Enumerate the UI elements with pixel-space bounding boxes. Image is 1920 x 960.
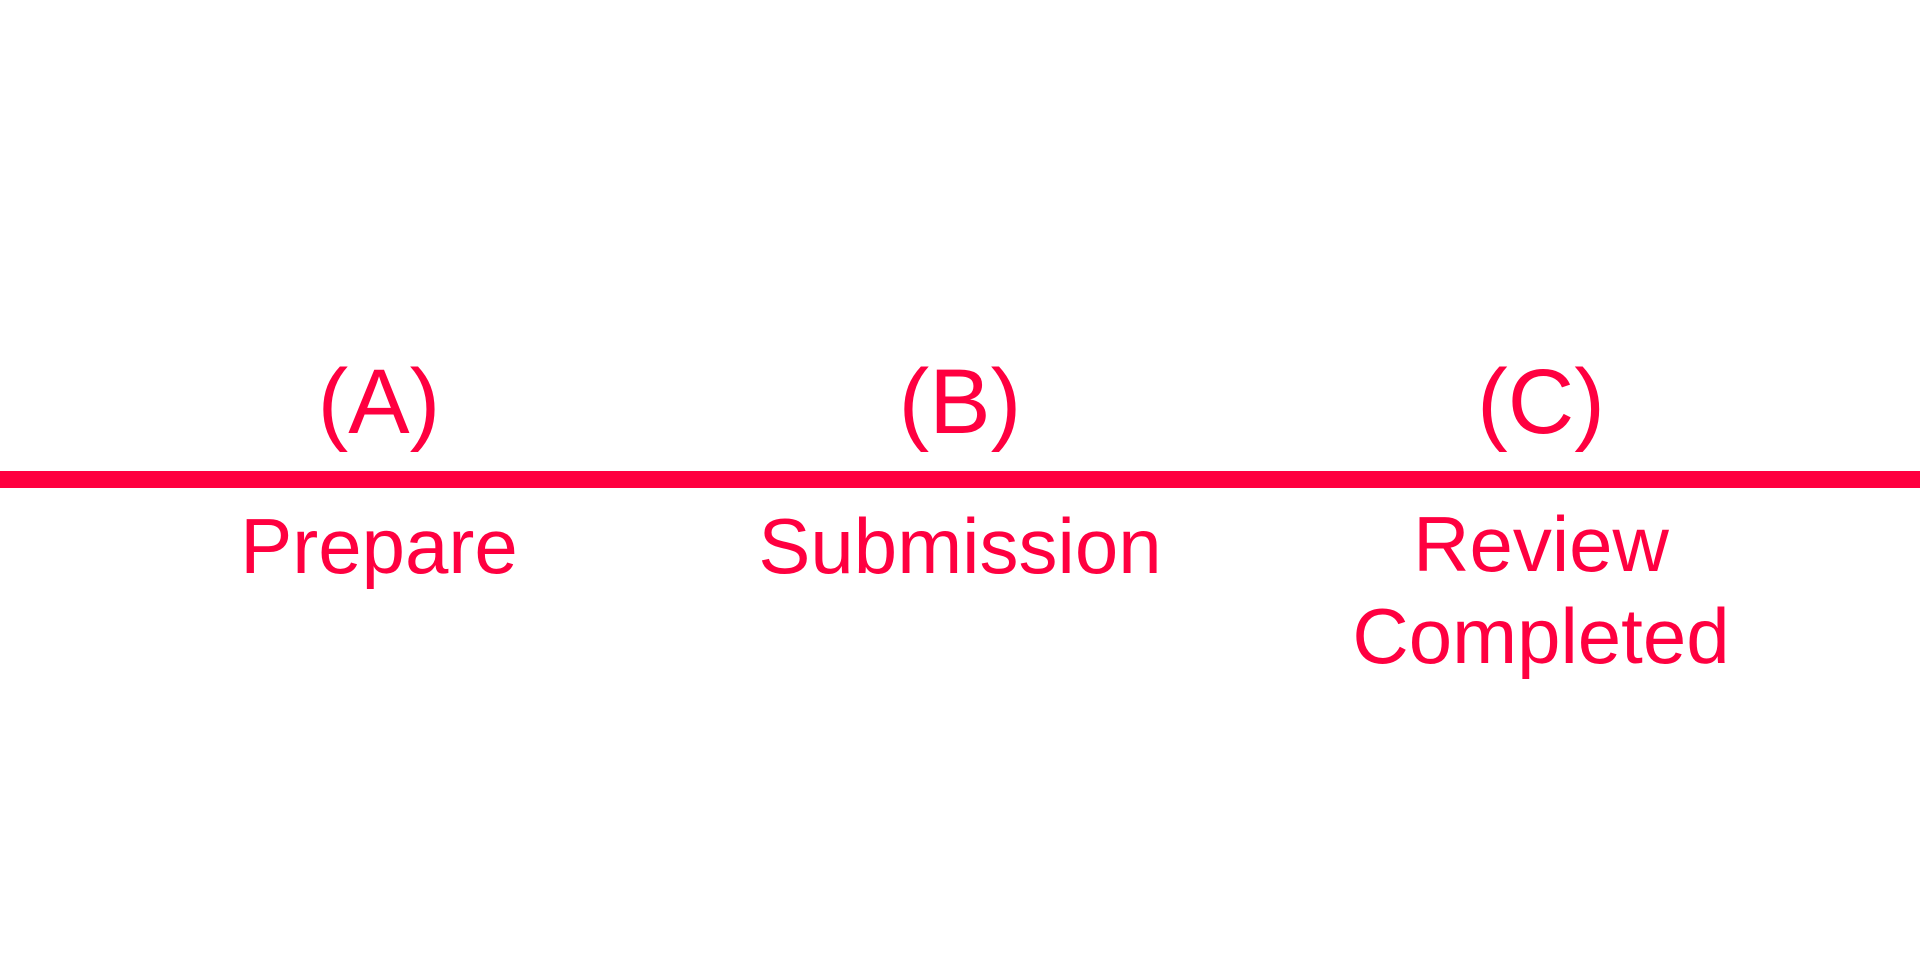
step-letter: (B) (898, 351, 1022, 453)
step-label: Submission (758, 502, 1162, 590)
step-label: Prepare (240, 502, 518, 590)
timeline-line (0, 471, 1920, 488)
step-label-line: Completed (1352, 592, 1730, 680)
step-label-line: Review (1413, 500, 1669, 588)
step-letter: (C) (1477, 351, 1605, 453)
step-label: Review Completed (1261, 498, 1821, 682)
step-letter: (A) (317, 351, 441, 453)
